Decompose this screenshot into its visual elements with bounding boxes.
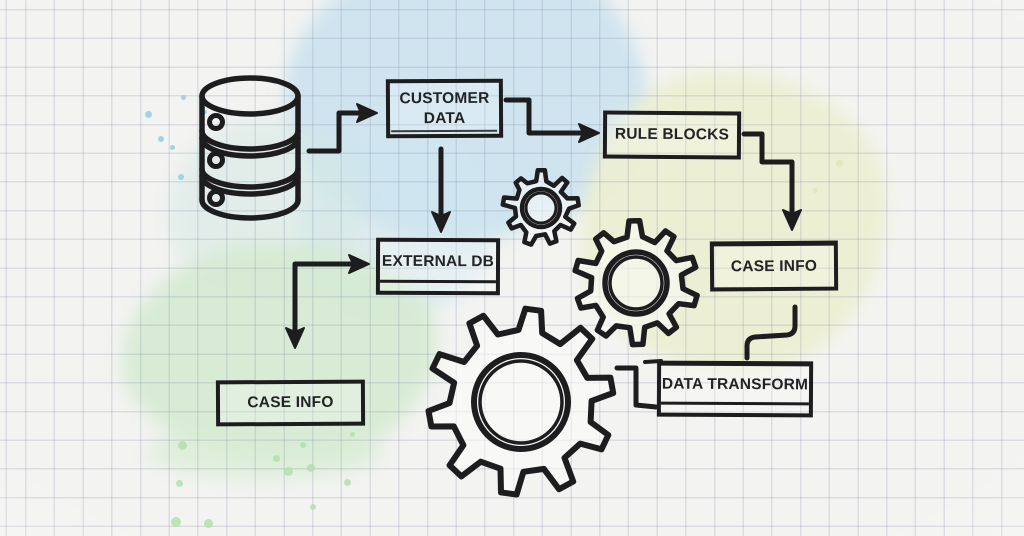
splatter-dot (178, 441, 187, 450)
splatter-dot (158, 136, 164, 142)
splatter-dot (171, 517, 181, 527)
connector-gear-to-data-transform (614, 359, 663, 410)
arrow-customer-data-to-external-db (431, 146, 451, 233)
splatter-dot (284, 467, 293, 476)
splatter-dot (344, 479, 351, 486)
node-label: CASE INFO (730, 257, 818, 276)
arrow-customer-data-to-rule-blocks (503, 97, 600, 143)
node-label: EXTERNAL DB (381, 252, 495, 271)
node-case-info-left: CASE INFO (215, 379, 366, 427)
node-data-transform: DATA TRANSFORM (656, 360, 814, 418)
splatter-dot (310, 504, 316, 510)
splatter-dot (836, 160, 843, 167)
node-external-db: EXTERNAL DB (375, 237, 501, 296)
splatter-dot (145, 111, 152, 118)
connector-case-info-to-data-transform (744, 304, 798, 361)
node-label: CASE INFO (247, 394, 334, 412)
node-rule-blocks: RULE BLOCKS (602, 110, 742, 160)
splatter-dot (350, 432, 355, 437)
gear-small-icon (500, 167, 581, 247)
node-label: DATA TRANSFORM (661, 375, 809, 394)
arrow-rule-blocks-to-case-info (741, 131, 802, 231)
database-icon (199, 75, 301, 221)
arrow-database-to-customer-data (306, 103, 378, 154)
node-customer-data: CUSTOMER DATA (385, 78, 504, 139)
node-case-info-right: CASE INFO (709, 240, 839, 292)
arrow-branch-to-external-db-and-case-info (285, 254, 370, 349)
splatter-dot (203, 110, 207, 114)
splatter-dot (307, 464, 315, 472)
node-label: CUSTOMER DATA (399, 89, 490, 127)
gear-medium-icon (572, 217, 700, 348)
splatter-dot (204, 519, 213, 528)
splatter-dot (170, 145, 175, 150)
splatter-dot (181, 95, 186, 100)
splatter-dot (273, 455, 280, 462)
splatter-dot (300, 442, 306, 448)
node-label: RULE BLOCKS (614, 125, 730, 144)
splatter-dot (813, 188, 818, 193)
splatter-dot (178, 174, 184, 180)
splatter-dot (176, 480, 183, 487)
gear-large-icon (425, 305, 617, 498)
